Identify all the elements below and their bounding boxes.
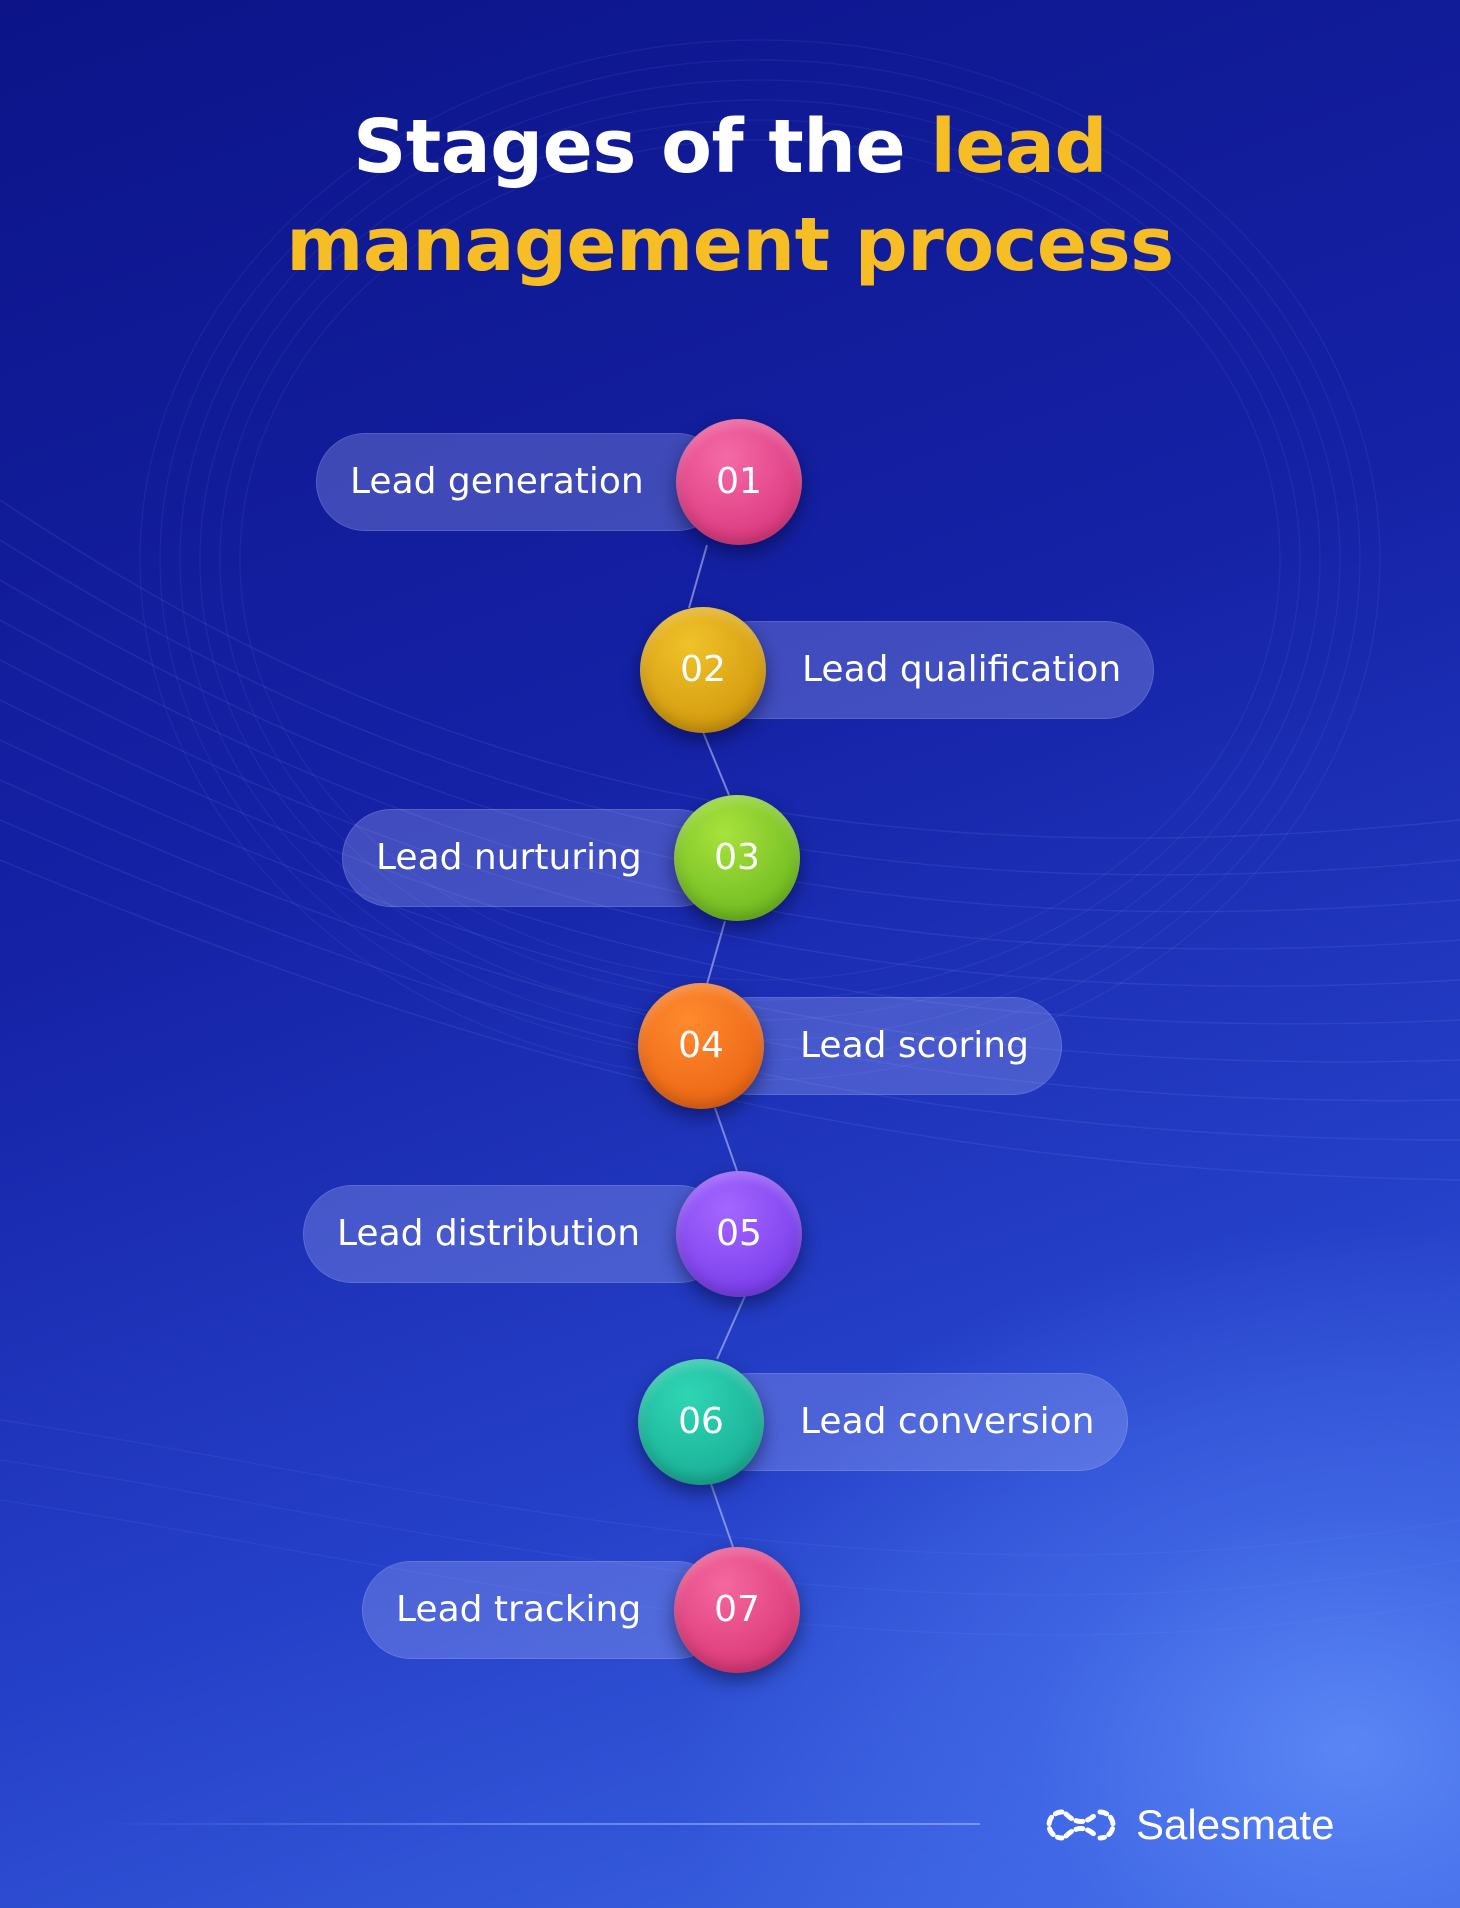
stage-1-label: Lead generation: [350, 461, 644, 502]
stage-1-number: 01: [716, 461, 762, 502]
brand-logo: Salesmate: [1040, 1800, 1334, 1850]
stage-4-number: 04: [678, 1025, 724, 1066]
stage-7-label: Lead tracking: [396, 1589, 642, 1630]
stage-5-label: Lead distribution: [337, 1213, 641, 1254]
connector-6-7: [710, 1483, 734, 1548]
stage-5-number-badge: 05: [676, 1171, 802, 1297]
connector-4-5: [714, 1107, 738, 1172]
stage-2-number: 02: [680, 649, 726, 690]
stage-6-pill: Lead conversion: [700, 1373, 1128, 1471]
footer-divider: [100, 1823, 980, 1825]
connector-3-4: [706, 920, 726, 985]
stage-6-number-badge: 06: [638, 1359, 764, 1485]
salesmate-logo-icon: [1046, 1809, 1116, 1841]
connector-5-6: [716, 1295, 746, 1360]
stage-5-number: 05: [716, 1213, 762, 1254]
stage-4-label: Lead scoring: [800, 1025, 1029, 1066]
stage-4-number-badge: 04: [638, 983, 764, 1109]
stage-3-number-badge: 03: [674, 795, 800, 921]
title-white-part: Stages of the: [353, 104, 906, 190]
stage-7-pill: Lead tracking: [362, 1561, 726, 1659]
stage-6-number: 06: [678, 1401, 724, 1442]
brand-name: Salesmate: [1136, 1801, 1335, 1848]
stage-7-number: 07: [714, 1589, 760, 1630]
connector-1-2: [688, 544, 708, 609]
stage-5-pill: Lead distribution: [303, 1185, 728, 1283]
stage-2-pill: Lead qualification: [702, 621, 1154, 719]
stage-3-number: 03: [714, 837, 760, 878]
stage-2-label: Lead qualification: [802, 649, 1122, 690]
title-accent-part: lead: [930, 104, 1107, 190]
title-accent-line2: management process: [286, 202, 1174, 288]
stage-1-number-badge: 01: [676, 419, 802, 545]
page-title: Stages of the lead management process: [0, 98, 1460, 294]
connector-2-3: [702, 731, 730, 796]
stage-1-pill: Lead generation: [316, 433, 726, 531]
stage-2-number-badge: 02: [640, 607, 766, 733]
stage-3-label: Lead nurturing: [376, 837, 642, 878]
stage-6-label: Lead conversion: [800, 1401, 1095, 1442]
stage-3-pill: Lead nurturing: [342, 809, 727, 907]
stage-7-number-badge: 07: [674, 1547, 800, 1673]
